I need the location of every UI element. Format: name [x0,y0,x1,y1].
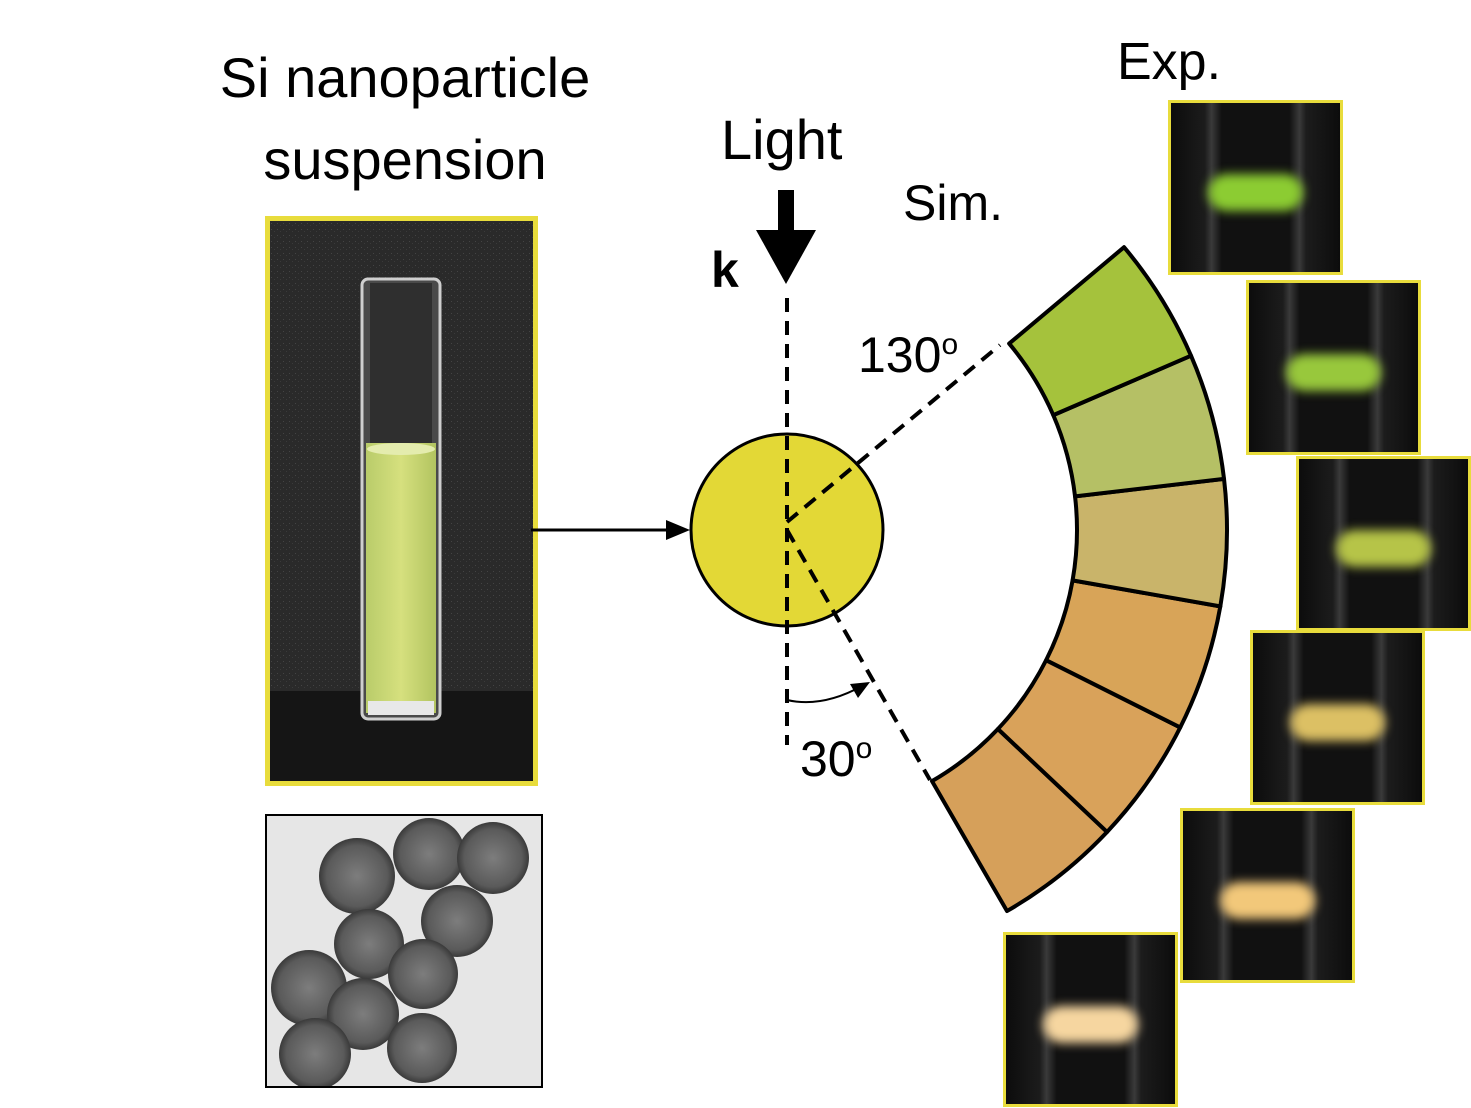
connector-arrowhead [666,520,690,540]
exp-band [1043,1005,1138,1044]
nanoparticle-micrograph [271,818,529,1086]
exp-photo-5 [1180,808,1355,983]
light-arrow-head [756,230,816,284]
exp-label: Exp. [1117,33,1222,91]
angle-arc-arrowhead [850,682,870,698]
exp-band [1208,173,1303,212]
exp-band [1336,529,1431,568]
exp-photo-6 [1003,932,1178,1107]
light-arrow-shaft [778,190,794,232]
angle-line-130 [785,343,1002,524]
sim-sector-6 [1007,245,1194,418]
exp-photo-3 [1296,456,1471,631]
light-label: Light [721,108,843,171]
angle-label-30: 30o [800,731,873,787]
angle-label-130: 130o [858,327,959,383]
vial-illustration [270,221,533,781]
sim-label: Sim. [903,175,1003,231]
exp-photo-1 [1168,100,1343,275]
exp-band [1220,881,1315,920]
title-line-2: suspension [263,128,547,191]
angle-line-30 [785,529,932,781]
sim-color-sectors [930,245,1229,914]
angle-arc [786,685,863,704]
vial-photo [265,216,538,786]
tem-image [265,814,543,1088]
exp-photo-4 [1250,630,1425,805]
exp-band [1286,353,1381,392]
wavevector-label: k [711,242,739,298]
exp-photo-2 [1246,280,1421,455]
title-line-1: Si nanoparticle [219,46,591,109]
exp-band [1290,703,1385,742]
